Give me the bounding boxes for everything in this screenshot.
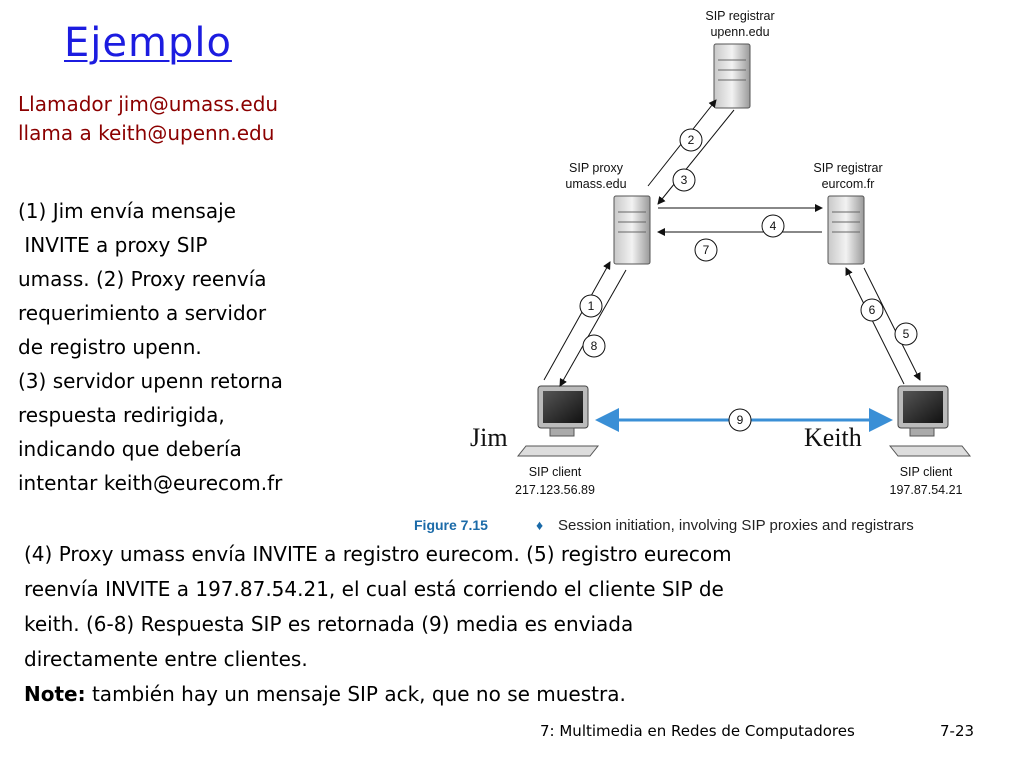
note-line: Note: también hay un mensaje SIP ack, qu… (24, 677, 732, 712)
step-number: 1 (588, 299, 595, 313)
keith-name-label: Keith (804, 423, 862, 452)
figure-number: Figure 7.15 (414, 517, 488, 533)
intro-line: Llamador jim@umass.edu (18, 92, 279, 116)
footer-page-number: 7-23 (940, 722, 975, 740)
step-number: 3 (681, 173, 688, 187)
step-number: 9 (737, 413, 744, 427)
step-line: indicando que debería (18, 437, 242, 461)
bottom-text: (4) Proxy umass envía INVITE a registro … (24, 537, 732, 712)
slide-title: Ejemplo (64, 20, 232, 66)
upenn-registrar-domain: upenn.edu (710, 25, 769, 39)
step-badge-4: 4 (761, 214, 785, 238)
arrow-1 (543, 261, 611, 381)
arrow-5 (863, 267, 921, 381)
step-badge-8: 8 (582, 334, 606, 358)
bottom-line: (4) Proxy umass envía INVITE a registro … (24, 542, 732, 566)
sip-session-diagram: SIP registrar upenn.edu SIP proxy umass.… (414, 9, 972, 534)
upenn-registrar-label: SIP registrar (705, 9, 774, 23)
step-number: 6 (869, 303, 876, 317)
step-badge-1: 1 (579, 294, 603, 318)
step-badge-6: 6 (860, 298, 884, 322)
umass-proxy-domain: umass.edu (565, 177, 626, 191)
step-badge-7: 7 (694, 238, 718, 262)
umass-proxy-label: SIP proxy (569, 161, 624, 175)
step-line: de registro upenn. (18, 335, 202, 359)
step-line: (3) servidor upenn retorna (18, 369, 283, 393)
jim-name-label: Jim (470, 423, 508, 452)
step-number: 5 (903, 327, 910, 341)
arrow-3 (657, 109, 735, 205)
keith-client-label: SIP client (900, 465, 953, 479)
step-number: 8 (591, 339, 598, 353)
step-badge-9: 9 (728, 408, 752, 432)
intro-line: llama a keith@upenn.edu (18, 121, 275, 145)
footer-course: 7: Multimedia en Redes de Computadores (540, 722, 855, 740)
intro-text: Llamador jim@umass.edu llama a keith@upe… (18, 90, 278, 148)
umass-proxy-server-icon (613, 195, 651, 265)
bottom-line: keith. (6-8) Respuesta SIP es retornada … (24, 612, 634, 636)
note-label: Note: (24, 682, 86, 706)
upenn-registrar-server-icon (713, 43, 751, 109)
eurecom-registrar-domain: eurcom.fr (822, 177, 875, 191)
step-badge-2: 2 (679, 128, 703, 152)
note-text: también hay un mensaje SIP ack, que no s… (85, 682, 626, 706)
keith-computer-icon (888, 385, 972, 457)
jim-computer-icon (516, 385, 600, 457)
step-badge-5: 5 (894, 322, 918, 346)
step-number: 4 (770, 219, 777, 233)
step-line: respuesta redirigida, (18, 403, 225, 427)
step-number: 2 (688, 133, 695, 147)
eurecom-registrar-label: SIP registrar (813, 161, 882, 175)
bottom-line: directamente entre clientes. (24, 647, 308, 671)
jim-client-ip: 217.123.56.89 (515, 483, 595, 497)
arrow-6 (845, 267, 905, 385)
eurecom-registrar-server-icon (827, 195, 865, 265)
figure-caption: Session initiation, involving SIP proxie… (558, 517, 914, 534)
arrow-8 (559, 269, 627, 387)
step-line: (1) Jim envía mensaje (18, 199, 236, 223)
jim-client-label: SIP client (529, 465, 582, 479)
steps-text: (1) Jim envía mensaje INVITE a proxy SIP… (18, 194, 283, 500)
step-line: umass. (2) Proxy reenvía (18, 267, 267, 291)
bottom-line: reenvía INVITE a 197.87.54.21, el cual e… (24, 577, 724, 601)
keith-client-ip: 197.87.54.21 (890, 483, 963, 497)
step-line: INVITE a proxy SIP (18, 233, 208, 257)
step-number: 7 (703, 243, 710, 257)
caption-separator: ♦ (536, 517, 543, 533)
step-line: requerimiento a servidor (18, 301, 267, 325)
step-badge-3: 3 (672, 168, 696, 192)
step-line: intentar keith@eurecom.fr (18, 471, 283, 495)
